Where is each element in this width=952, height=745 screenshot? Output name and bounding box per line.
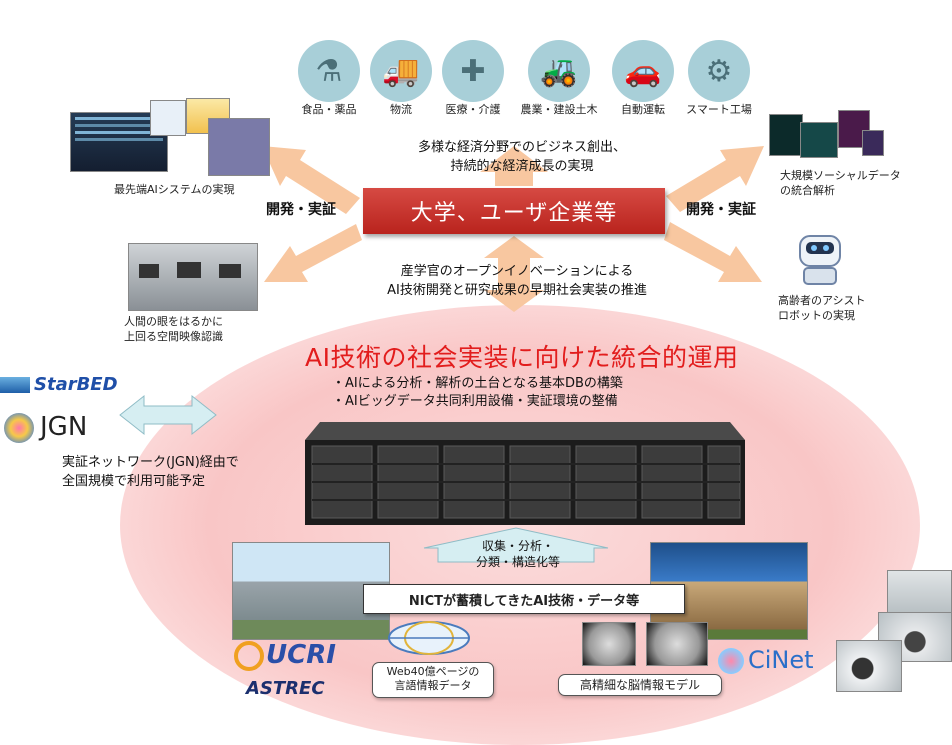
right-item-label-1: 高齢者のアシスト ロボットの実現 [778, 294, 866, 322]
collect-text-line-1: 収集・分析・ [481, 539, 554, 553]
lab-worker-icon: ⚗ [298, 40, 360, 102]
car-icon: 🚗 [612, 40, 674, 102]
starbed-logo-mark [0, 377, 30, 393]
cinet-logo-mark [718, 648, 744, 674]
business-text-line-2: 持続的な経済成長の実現 [450, 159, 594, 174]
collect-text-line-2: 分類・構造化等 [475, 555, 560, 569]
starbed-logo-text: StarBED [34, 374, 118, 395]
business-text-line-1: 多様な経済分野でのビジネス創出、 [417, 140, 626, 155]
arrow-collect-up [423, 527, 609, 563]
business-text: 多様な経済分野でのビジネス創出、 持続的な経済成長の実現 [392, 138, 652, 176]
collect-text: 収集・分析・ 分類・構造化等 [458, 538, 578, 570]
network-text-line-2: 全国規模で利用可能予定 [62, 474, 206, 489]
top-icon-label-3: 農業・建設土木 [520, 103, 598, 116]
server-rack-image [305, 422, 745, 525]
astrec-logo: ASTREC [246, 678, 325, 699]
spatial-video-room-image [128, 243, 258, 311]
ai-bullet-1: ・AIビッグデータ共同利用設備・実証環境の整備 [332, 394, 618, 409]
network-text: 実証ネットワーク(JGN)経由で 全国規模で利用可能予定 [62, 453, 272, 491]
main-banner: 大学、ユーザ企業等 [363, 188, 665, 234]
robot-icon [799, 235, 841, 285]
dev-label-right: 開発・実証 [686, 202, 756, 218]
social-data-image-2 [800, 122, 838, 158]
ucri-logo-text: UCRI [266, 640, 336, 670]
right-item-label-0: 大規模ソーシャルデータ の統合解析 [780, 169, 901, 197]
ucri-logo-mark [234, 640, 264, 671]
web-box-line-2: 言語情報データ [394, 679, 472, 692]
web-data-box: Web40億ページの 言語情報データ [372, 662, 494, 698]
gears-icon: ⚙ [688, 40, 750, 102]
ai-bullets: ・AIによる分析・解析の土台となる基本DBの構築 ・AIビッグデータ共同利用設備… [332, 375, 623, 411]
brain-model-box: 高精細な脳情報モデル [558, 674, 722, 696]
medical-worker-icon: ✚ [442, 40, 504, 102]
arrow-double-vertical [484, 236, 544, 312]
ucri-logo: UCRI [234, 640, 336, 671]
arrow-lower-right [664, 222, 762, 282]
arrow-upper-right [666, 146, 764, 212]
arrow-double-horizontal [119, 394, 217, 436]
social-data-image-1 [769, 114, 803, 156]
jgn-logo: JGN [4, 412, 87, 443]
nict-box: NICTが蓄積してきたAI技術・データ等 [363, 584, 685, 614]
arrow-top-up [480, 146, 548, 186]
social-data-image-4 [862, 130, 884, 156]
arrow-lower-left [264, 224, 362, 282]
top-icon-label-2: 医療・介護 [445, 103, 501, 116]
cinet-logo: CiNet [718, 646, 814, 674]
network-text-line-1: 実証ネットワーク(JGN)経由で [62, 455, 239, 470]
web-network-icon [388, 621, 470, 655]
starbed-logo: StarBED [0, 374, 118, 395]
ai-workers-image [208, 118, 270, 176]
dev-label-left: 開発・実証 [266, 202, 336, 218]
top-icon-label-1: 物流 [390, 103, 412, 116]
jgn-logo-mark [4, 412, 34, 443]
top-icon-label-4: 自動運転 [621, 103, 665, 116]
ai-bullet-0: ・AIによる分析・解析の土台となる基本DBの構築 [332, 376, 623, 391]
mri-photo-3 [836, 640, 902, 692]
left-item-label-1: 人間の眼をはるかに 上回る空間映像認識 [124, 315, 223, 343]
web-box-line-1: Web40億ページの [386, 665, 480, 678]
top-icon-label-5: スマート工場 [686, 103, 752, 116]
cinet-logo-text: CiNet [748, 646, 814, 674]
innovation-text-line-1: 産学官のオープンイノベーションによる [400, 264, 634, 279]
arrow-upper-left [262, 146, 360, 214]
tractor-icon: 🚜 [528, 40, 590, 102]
ai-title: AI技術の社会実装に向けた統合的運用 [305, 343, 739, 372]
brain-image-2 [646, 622, 708, 666]
left-item-label-0: 最先端AIシステムの実現 [114, 183, 235, 196]
jgn-logo-text: JGN [40, 412, 88, 442]
brain-image-1 [582, 622, 636, 666]
innovation-text-line-2: AI技術開発と研究成果の早期社会実装の推進 [387, 283, 647, 298]
ai-map-image [150, 100, 186, 136]
top-icon-label-0: 食品・薬品 [301, 103, 357, 116]
truck-icon: 🚚 [370, 40, 432, 102]
innovation-text: 産学官のオープンイノベーションによる AI技術開発と研究成果の早期社会実装の推進 [362, 262, 672, 300]
